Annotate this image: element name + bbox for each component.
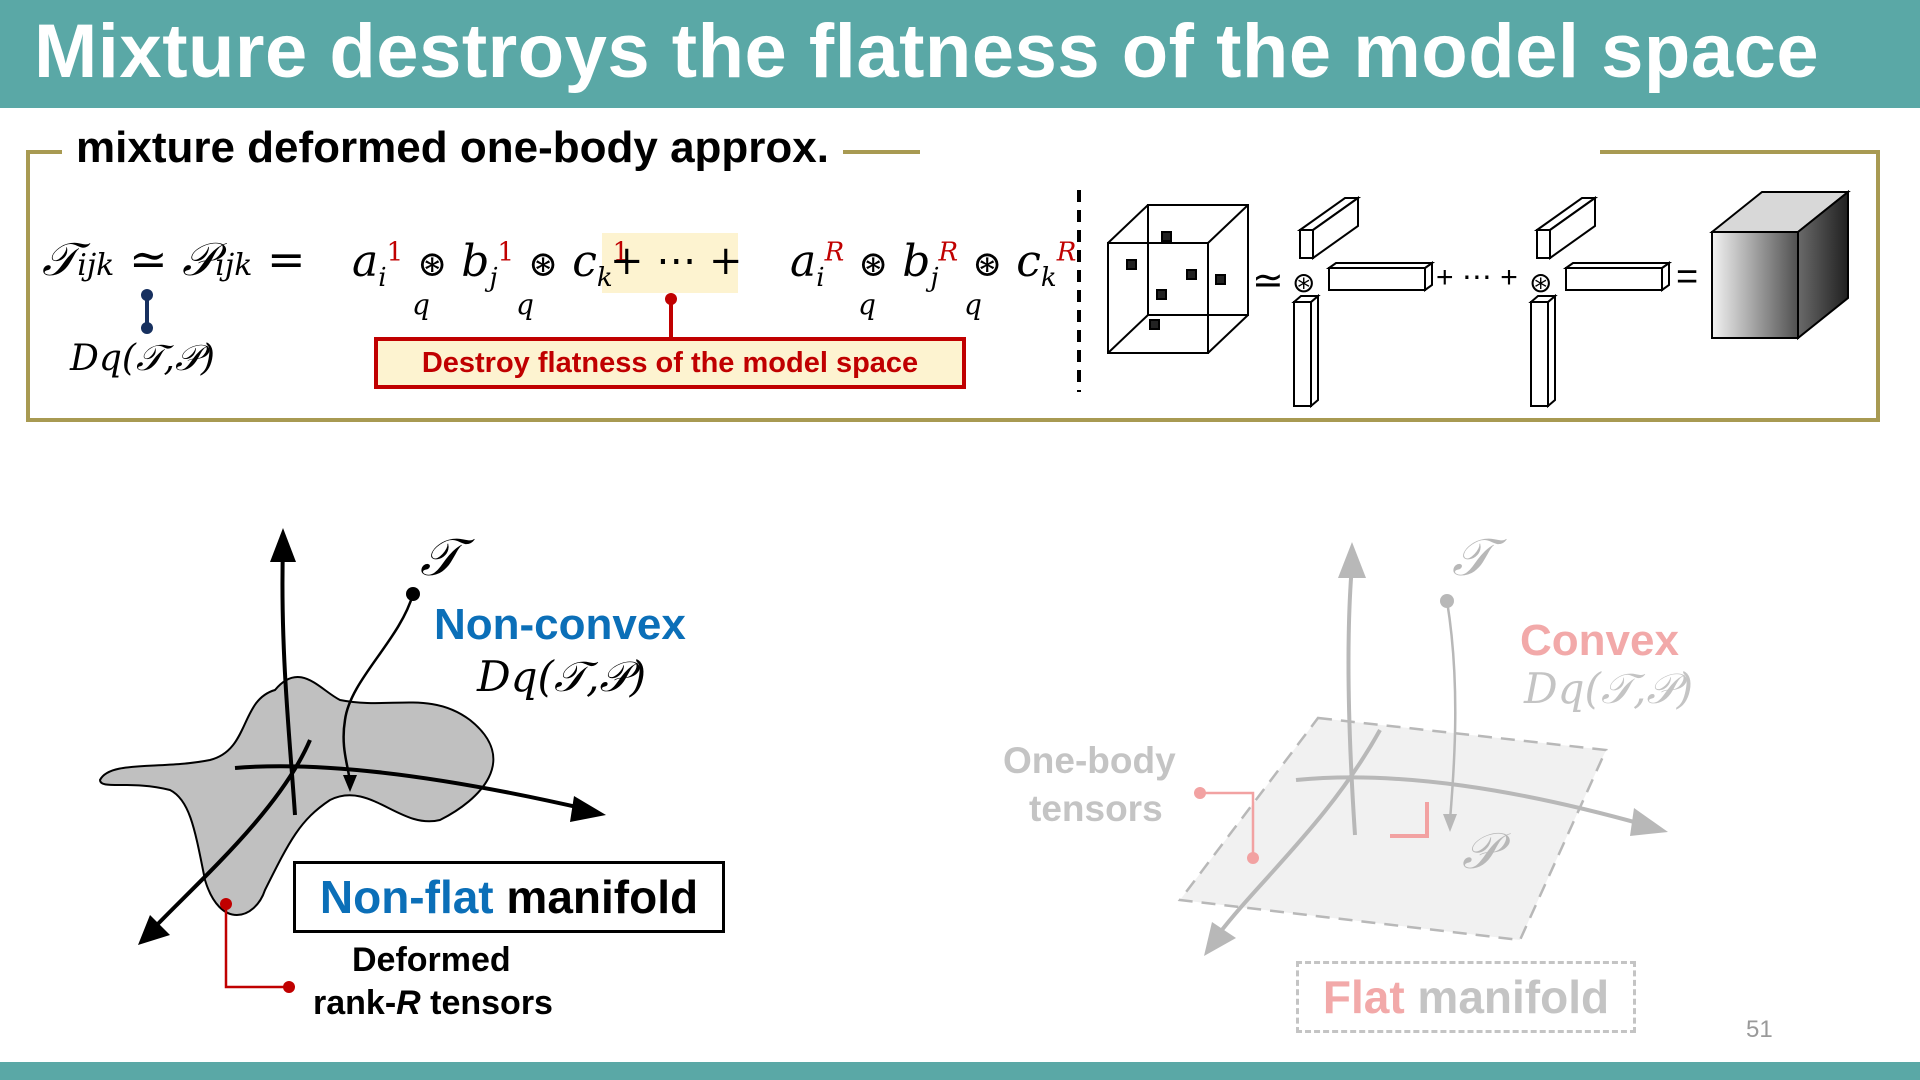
tensor-plus-dots: + ⋯ + [1436,261,1518,294]
rank-r-tensors-label: rank-R tensors [313,984,553,1023]
right-divergence-label: Dq(𝒯,𝒫) [1524,664,1694,713]
tensors-label: tensors [1029,788,1163,829]
flat-prefix: Flat [1322,971,1405,1023]
axis-horizontal-faded-arrowhead [1630,808,1668,836]
target-point [406,587,420,601]
deformed-label: Deformed [352,941,511,979]
subscript-q-4: q [964,288,982,321]
tensor-approx: ≃ [1252,260,1284,302]
one-body-label: One-body [1003,740,1176,781]
tensor-op-2: ⊛ [1529,267,1553,298]
rank-prefix: rank- [313,984,397,1022]
nonflat-suffix: manifold [493,871,699,923]
equals-symbol: = [252,232,306,286]
projection-faded-arrowhead [1443,814,1457,832]
axis-vertical-faded-arrowhead [1338,542,1366,578]
tensors-word: tensors [420,984,553,1022]
label-leader-faded [1200,791,1255,858]
flatness-callout: Destroy flatness of the model space [374,337,966,389]
box-heading: mixture deformed one-body approx. [62,123,843,173]
projection-path [342,593,415,786]
slide-title: Mixture destroys the flatness of the mod… [34,9,1820,94]
left-target-label: 𝒯 [420,528,460,588]
term-rank-R: aiR ⊛ bjR ⊛ ckR [790,236,1077,293]
tensor-equals: = [1676,256,1699,298]
label-dot-end [1247,852,1259,864]
axis-vertical-faded [1346,564,1357,836]
axis-horizontal-faded [1295,775,1646,827]
flat-manifold-box: Flat manifold [1296,961,1636,1033]
nonflat-prefix: Non-flat [319,871,494,923]
flat-suffix: manifold [1404,971,1610,1023]
index-ijk-2: ijk [215,248,253,283]
axis-diagonal-faded [1216,729,1382,937]
plus-dots-highlight [602,233,738,293]
subscript-q-3: q [858,288,876,321]
target-point-faded [1440,594,1454,608]
axis-vertical [280,544,297,816]
equation-lhs: 𝒯ijk ≃ 𝒫ijk = [42,232,306,288]
approx-symbol: ≃ [114,232,183,286]
nonflat-manifold-box: Non-flat manifold [293,861,725,933]
right-angle-mark [1390,802,1429,838]
projected-point-label: 𝒫 [1462,822,1499,880]
annotation-dot-end [283,981,295,993]
tensor-P-symbol: 𝒫 [182,232,216,286]
term-rank-one: ai1 ⊛ bj1 ⊛ ck1 [352,236,630,293]
index-ijk: ijk [77,248,115,283]
axis-diagonal-faded-arrowhead [1204,922,1236,956]
dense-tensor-cube [1709,189,1851,341]
footer-bar [0,1062,1920,1080]
subscript-q-1: q [412,288,430,321]
nonconvex-label: Non-convex [434,600,686,649]
page-number: 51 [1746,1016,1773,1043]
tensor-cube-icon [1107,204,1249,354]
title-bar: Mixture destroys the flatness of the mod… [0,0,1920,108]
axis-horizontal-arrowhead [570,796,606,822]
convex-label: Convex [1520,616,1679,665]
tensor-op-1: ⊛ [1292,267,1316,298]
divergence-connector-bottom [141,322,153,334]
right-target-label: 𝒯 [1452,528,1492,588]
left-divergence-label: Dq(𝒯,𝒫) [477,652,647,701]
rank-one-factors-1 [1291,196,1436,409]
frame-gap [920,145,1600,159]
divergence-label: Dq(𝒯,𝒫) [70,338,215,379]
plus-dots: + ⋯ + [610,238,743,284]
axis-horizontal [234,764,591,812]
axis-diagonal-arrowhead [138,915,170,945]
subscript-q-2: q [516,288,534,321]
projection-arrowhead [343,775,357,792]
annotation-leader [224,904,289,989]
axis-vertical-arrowhead [270,528,296,562]
rank-R-symbol: R [396,984,421,1022]
rank-one-factors-2 [1528,196,1673,409]
projection-path-faded [1445,600,1457,821]
tensor-T-symbol: 𝒯 [42,232,78,286]
nonflat-manifold-shape [98,676,495,916]
flat-manifold-sheet [1177,716,1608,942]
